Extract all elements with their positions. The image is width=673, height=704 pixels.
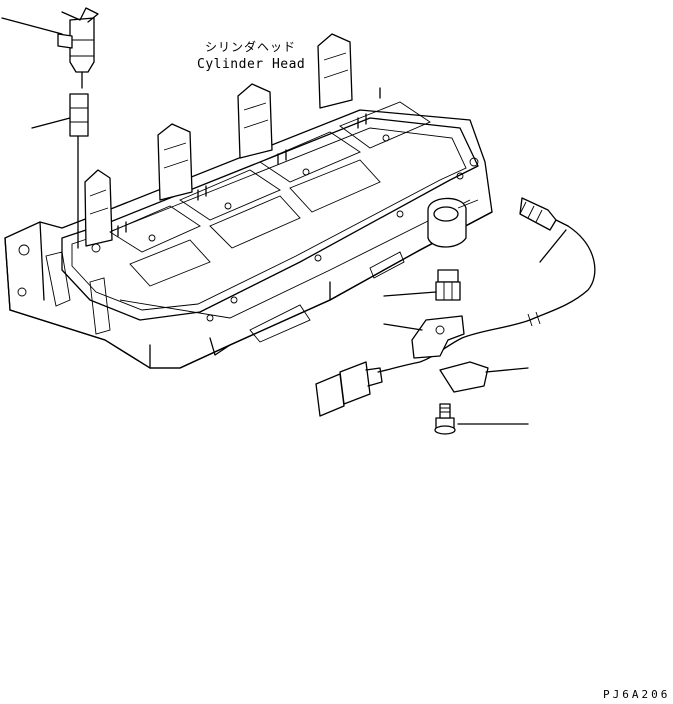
plug-bolt bbox=[383, 269, 461, 301]
nozzle-assembly bbox=[1, 7, 99, 249]
cylinder-head-label-en: Cylinder Head bbox=[197, 57, 306, 72]
temperature-sensor bbox=[315, 197, 596, 417]
cylinder-head bbox=[4, 33, 493, 369]
mounting-bolt bbox=[434, 403, 529, 435]
clamp-bracket bbox=[383, 315, 529, 393]
figure-code: PJ6A206 bbox=[603, 688, 671, 701]
cylinder-head-label-jp: シリンダヘッド bbox=[205, 40, 297, 54]
